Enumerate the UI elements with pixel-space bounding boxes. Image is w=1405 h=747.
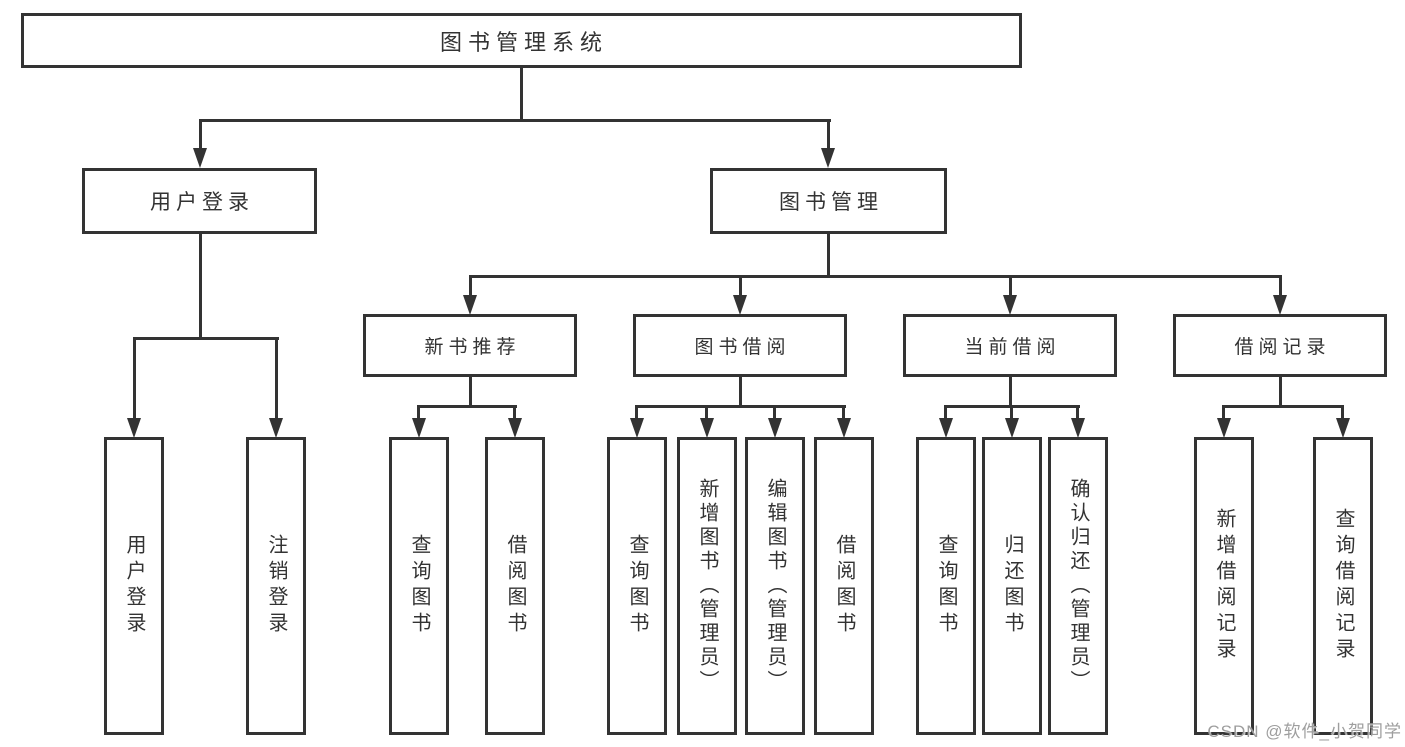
node-library-management-system: 图书管理系统 [21,13,1022,68]
node-logout: 注销登录 [246,437,306,735]
connector-shaft [842,405,845,420]
connector-shaft [827,119,830,150]
connector-shaft [705,405,708,420]
connector-recommend-rail [417,405,517,408]
arrow-down-icon [821,148,835,168]
arrow-down-icon [269,418,283,438]
arrow-down-icon [1217,418,1231,438]
arrow-down-icon [508,418,522,438]
node-edit-books-admin: 编辑图书（管理员） [745,437,805,735]
arrow-down-icon [1003,295,1017,315]
connector-level3-rail [469,275,1282,278]
connector-recommend-stub [469,377,472,408]
arrow-down-icon [733,295,747,315]
connector-shaft [133,337,136,419]
connector-records-stub [1279,377,1282,408]
connector-borrow-stub [739,377,742,408]
connector-shaft [1009,275,1012,297]
connector-borrow-rail [635,405,846,408]
arrow-down-icon [939,418,953,438]
connector-records-rail [1222,405,1344,408]
node-query-books-borrow: 查询图书 [607,437,667,735]
node-current-borrowing: 当前借阅 [903,314,1117,377]
arrow-down-icon [700,418,714,438]
arrow-down-icon [768,418,782,438]
connector-shaft [469,275,472,297]
arrow-down-icon [193,148,207,168]
connector-shaft [275,337,278,419]
csdn-watermark: CSDN @软件_小贺同学 [1207,722,1402,741]
node-return-books: 归还图书 [982,437,1042,735]
node-user-login-leaf: 用户登录 [104,437,164,735]
connector-shaft [944,405,947,420]
connector-shaft [773,405,776,420]
node-add-borrow-record: 新增借阅记录 [1194,437,1254,735]
node-borrowing-records: 借阅记录 [1173,314,1387,377]
connector-shaft [1010,405,1013,420]
arrow-down-icon [463,295,477,315]
connector-login-rail [133,337,279,340]
connector-mgmt-stub [827,234,830,278]
connector-shaft [1341,405,1344,420]
connector-shaft [1222,405,1225,420]
arrow-down-icon [127,418,141,438]
connector-root-stub [520,68,523,122]
arrow-down-icon [1005,418,1019,438]
node-new-book-recommendation: 新书推荐 [363,314,577,377]
node-book-borrowing: 图书借阅 [633,314,847,377]
node-user-login: 用户登录 [82,168,317,234]
node-confirm-return-admin: 确认归还（管理员） [1048,437,1108,735]
connector-level2-rail [199,119,831,122]
node-borrow-books-leaf: 借阅图书 [814,437,874,735]
connector-current-stub [1009,377,1012,408]
connector-shaft [417,405,420,420]
node-query-books-current: 查询图书 [916,437,976,735]
connector-shaft [635,405,638,420]
arrow-down-icon [412,418,426,438]
connector-shaft [739,275,742,297]
arrow-down-icon [837,418,851,438]
arrow-down-icon [1336,418,1350,438]
connector-shaft [1076,405,1079,420]
connector-shaft [513,405,516,420]
node-query-borrow-record: 查询借阅记录 [1313,437,1373,735]
arrow-down-icon [630,418,644,438]
node-query-books-recommend: 查询图书 [389,437,449,735]
node-add-books-admin: 新增图书（管理员） [677,437,737,735]
connector-shaft [1279,275,1282,297]
node-book-management: 图书管理 [710,168,947,234]
connector-shaft [199,119,202,150]
connector-login-stub [199,234,202,340]
arrow-down-icon [1071,418,1085,438]
arrow-down-icon [1273,295,1287,315]
node-borrow-books-recommend: 借阅图书 [485,437,545,735]
